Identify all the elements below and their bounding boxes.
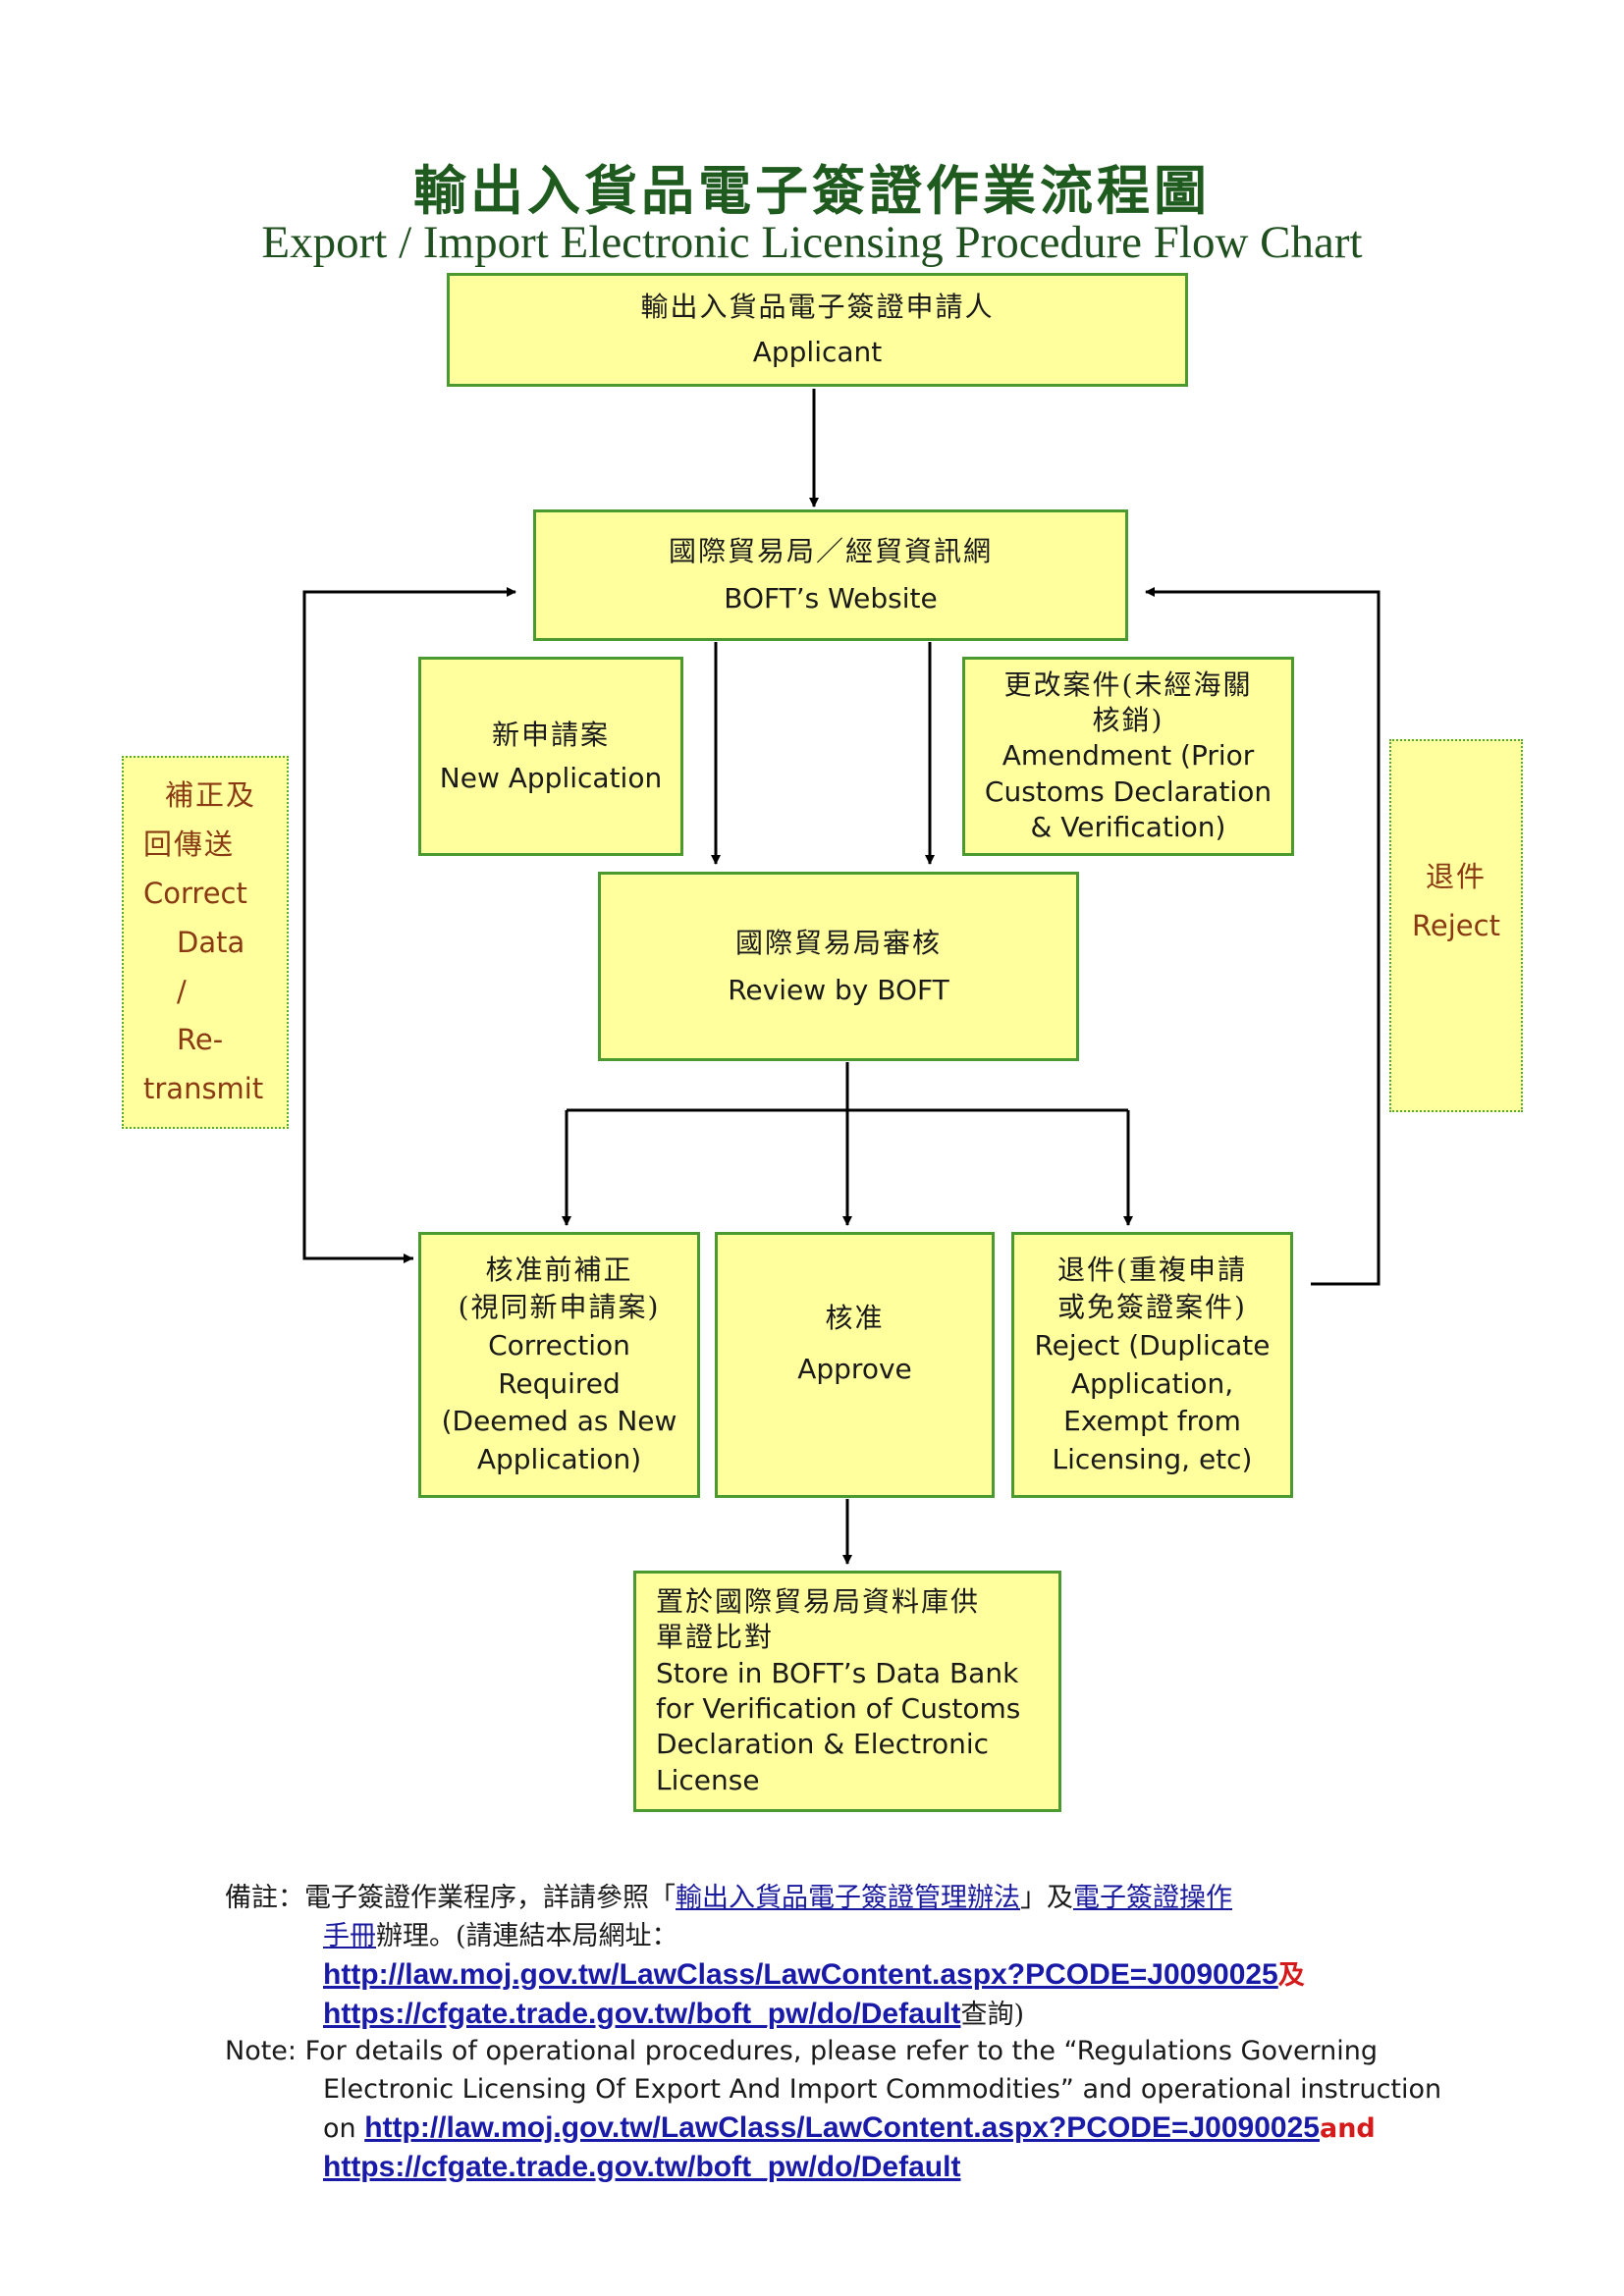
correction-label-en-4: Application) [476,1442,642,1475]
arrow-reject-loop [1145,587,1380,1286]
reject-label: 退件 Reject [1389,739,1523,1112]
correct-label-en-3: / [177,974,187,1008]
correction-label-en-2: Required [498,1366,621,1400]
applicant-label-en: Applicant [752,336,883,368]
correction-label-en-3: (Deemed as New [441,1405,677,1438]
reject-dup-label-zh-2: 或免簽證案件) [1057,1291,1247,1324]
correct-label-en-1: Correct [143,876,247,910]
reject-dup-label-en-4: Licensing, etc) [1052,1442,1253,1475]
note-zh-mid: 」及 [1020,1883,1073,1913]
amendment-label-en-2: Customs Declaration [984,774,1272,808]
store-label-en-3: Declaration & Electronic [656,1728,990,1761]
correction-label-zh-1: 核准前補正 [485,1253,633,1286]
note-zh: 備註：電子簽證作業程序，詳請參照「輸出入貨品電子簽證管理辦法」及電子簽證操作 手… [225,1879,1501,2034]
store-databank-box: 置於國際貿易局資料庫供 單證比對 Store in BOFT’s Data Ba… [633,1571,1061,1812]
cfgate-url-link[interactable]: https://cfgate.trade.gov.tw/boft_pw/do/D… [323,1998,961,2030]
store-label-zh-1: 置於國際貿易局資料庫供 [656,1584,981,1618]
reject-duplicate-box: 退件(重複申請 或免簽證案件) Reject (Duplicate Applic… [1011,1232,1293,1498]
reject-dup-label-en-2: Application, [1070,1366,1234,1400]
correct-label-en-2: Data [177,925,245,959]
correct-retransmit-label: 補正及 回傳送 Correct Data / Re- transmit [122,756,289,1129]
correct-label-en-4: Re- [177,1023,224,1057]
arrow-correction-loop [302,587,516,1260]
note-en: Note: For details of operational procedu… [225,2032,1501,2187]
approve-box: 核准 Approve [715,1232,995,1498]
title-zh: 輸出入貨品電子簽證作業流程圖 [413,159,1211,222]
new-application-label-zh: 新申請案 [491,718,610,751]
note-en-line-2: Electronic Licensing Of Export And Impor… [323,2074,1442,2105]
manual-link-zh-b[interactable]: 手冊 [323,1921,376,1951]
amendment-label-en-1: Amendment (Prior [1001,739,1255,773]
boft-website-label-zh: 國際貿易局／經貿資訊網 [668,535,993,568]
note-zh-after: 辦理。(請連結本局網址： [376,1921,678,1951]
approve-label-zh: 核准 [825,1302,885,1334]
law-url-link-en[interactable]: http://law.moj.gov.tw/LawClass/LawConten… [364,2111,1320,2144]
amendment-label-en-3: & Verification) [1030,811,1226,844]
correct-label-zh-2: 回傳送 [143,827,236,861]
note-en-line-1: Note: For details of operational procedu… [225,2036,1379,2066]
amendment-label-zh-1: 更改案件(未經海關 [1003,667,1253,701]
note-zh-prefix: 備註：電子簽證作業程序，詳請參照「 [225,1883,676,1913]
note-en-and: and [1319,2113,1376,2144]
store-label-en-4: License [656,1763,760,1796]
regulations-link-zh[interactable]: 輸出入貨品電子簽證管理辦法 [676,1883,1020,1913]
correction-label-zh-2: (視同新申請案) [458,1291,661,1324]
applicant-box: 輸出入貨品電子簽證申請人 Applicant [447,273,1188,387]
note-en-line-4: https://cfgate.trade.gov.tw/boft_pw/do/D… [225,2148,1501,2187]
reject-dup-label-en-1: Reject (Duplicate [1034,1328,1271,1362]
review-box: 國際貿易局審核 Review by BOFT [598,872,1079,1061]
correct-label-en-5: transmit [143,1072,264,1106]
law-url-link[interactable]: http://law.moj.gov.tw/LawClass/LawConten… [323,1958,1278,1991]
correct-label-zh-1: 補正及 [165,778,257,812]
note-zh-line-2: 手冊辦理。(請連結本局網址： [225,1917,1501,1955]
new-application-box: 新申請案 New Application [418,657,683,856]
store-label-en-1: Store in BOFT’s Data Bank [656,1656,1019,1689]
note-zh-and: 及 [1277,1960,1305,1991]
reject-dup-label-en-3: Exempt from [1063,1405,1241,1438]
reject-label-zh: 退件 [1425,860,1487,893]
store-label-zh-2: 單證比對 [656,1621,775,1654]
manual-link-zh-a[interactable]: 電子簽證操作 [1073,1883,1232,1913]
new-application-label-en: New Application [439,761,663,794]
title-en: Export / Import Electronic Licensing Pro… [261,217,1363,268]
cfgate-url-link-en[interactable]: https://cfgate.trade.gov.tw/boft_pw/do/D… [323,2151,961,2183]
approve-label-en: Approve [797,1352,912,1385]
correction-required-box: 核准前補正 (視同新申請案) Correction Required (Deem… [418,1232,700,1498]
note-en-line-3: on http://law.moj.gov.tw/LawClass/LawCon… [225,2109,1501,2148]
note-zh-line-1: 備註：電子簽證作業程序，詳請參照「輸出入貨品電子簽證管理辦法」及電子簽證操作 [225,1879,1501,1917]
reject-label-en: Reject [1412,908,1500,942]
review-label-en: Review by BOFT [728,973,949,1006]
reject-dup-label-zh-1: 退件(重複申請 [1057,1253,1247,1286]
note-en-on: on [323,2113,365,2144]
boft-website-label-en: BOFT’s Website [724,582,938,614]
note-zh-end: 查詢) [960,2000,1024,2030]
note-zh-line-4: https://cfgate.trade.gov.tw/boft_pw/do/D… [225,1995,1501,2034]
amendment-label-zh-2: 核銷) [1092,703,1164,736]
store-label-en-2: for Verification of Customs [656,1692,1021,1725]
review-label-zh: 國際貿易局審核 [734,926,942,959]
boft-website-box: 國際貿易局／經貿資訊網 BOFT’s Website [533,509,1128,641]
note-zh-line-3: http://law.moj.gov.tw/LawClass/LawConten… [225,1955,1501,1995]
amendment-box: 更改案件(未經海關 核銷) Amendment (Prior Customs D… [962,657,1294,856]
correction-label-en-1: Correction [488,1328,630,1362]
applicant-label-zh: 輸出入貨品電子簽證申請人 [640,291,995,324]
